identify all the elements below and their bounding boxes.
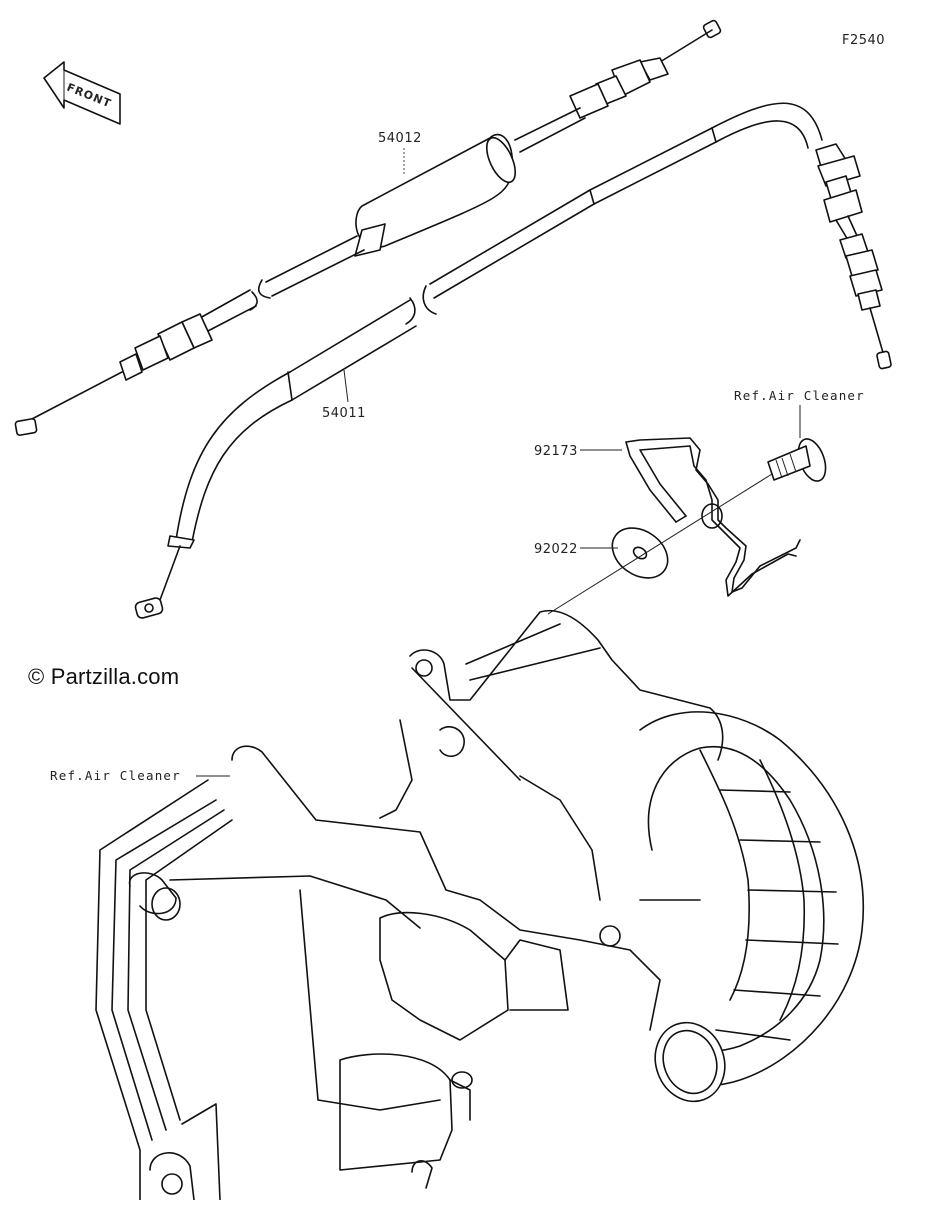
washer-icon: [611, 527, 669, 579]
cable-54012: [14, 19, 722, 436]
callout-92173: 92173: [534, 444, 622, 459]
front-arrow-icon: FRONT: [43, 61, 121, 125]
callout-92022-label: 92022: [534, 542, 578, 557]
callout-54012: 54012: [378, 131, 422, 175]
callout-92173-label: 92173: [534, 444, 578, 459]
diagram-id: F2540: [842, 33, 885, 48]
copyright-watermark: © Partzilla.com: [28, 664, 180, 689]
bolt-icon: [767, 438, 827, 482]
air-cleaner-housing: [95, 609, 724, 1201]
callout-92022: 92022: [534, 542, 618, 557]
callout-54012-label: 54012: [378, 131, 422, 146]
callout-54011-label: 54011: [322, 406, 366, 421]
cable-54011: [134, 102, 892, 619]
callout-54011: 54011: [322, 369, 366, 421]
assembly-axis-line: [547, 473, 773, 615]
callout-ref-air-cleaner-top: Ref.Air Cleaner: [734, 388, 865, 438]
front-label: FRONT: [65, 81, 113, 111]
bracket-92173: [625, 437, 801, 597]
intake-duct: [639, 711, 864, 1103]
callout-ref-air-cleaner-left-label: Ref.Air Cleaner: [50, 768, 181, 783]
callout-ref-air-cleaner-top-label: Ref.Air Cleaner: [734, 388, 865, 403]
callout-ref-air-cleaner-left: Ref.Air Cleaner: [50, 768, 230, 783]
